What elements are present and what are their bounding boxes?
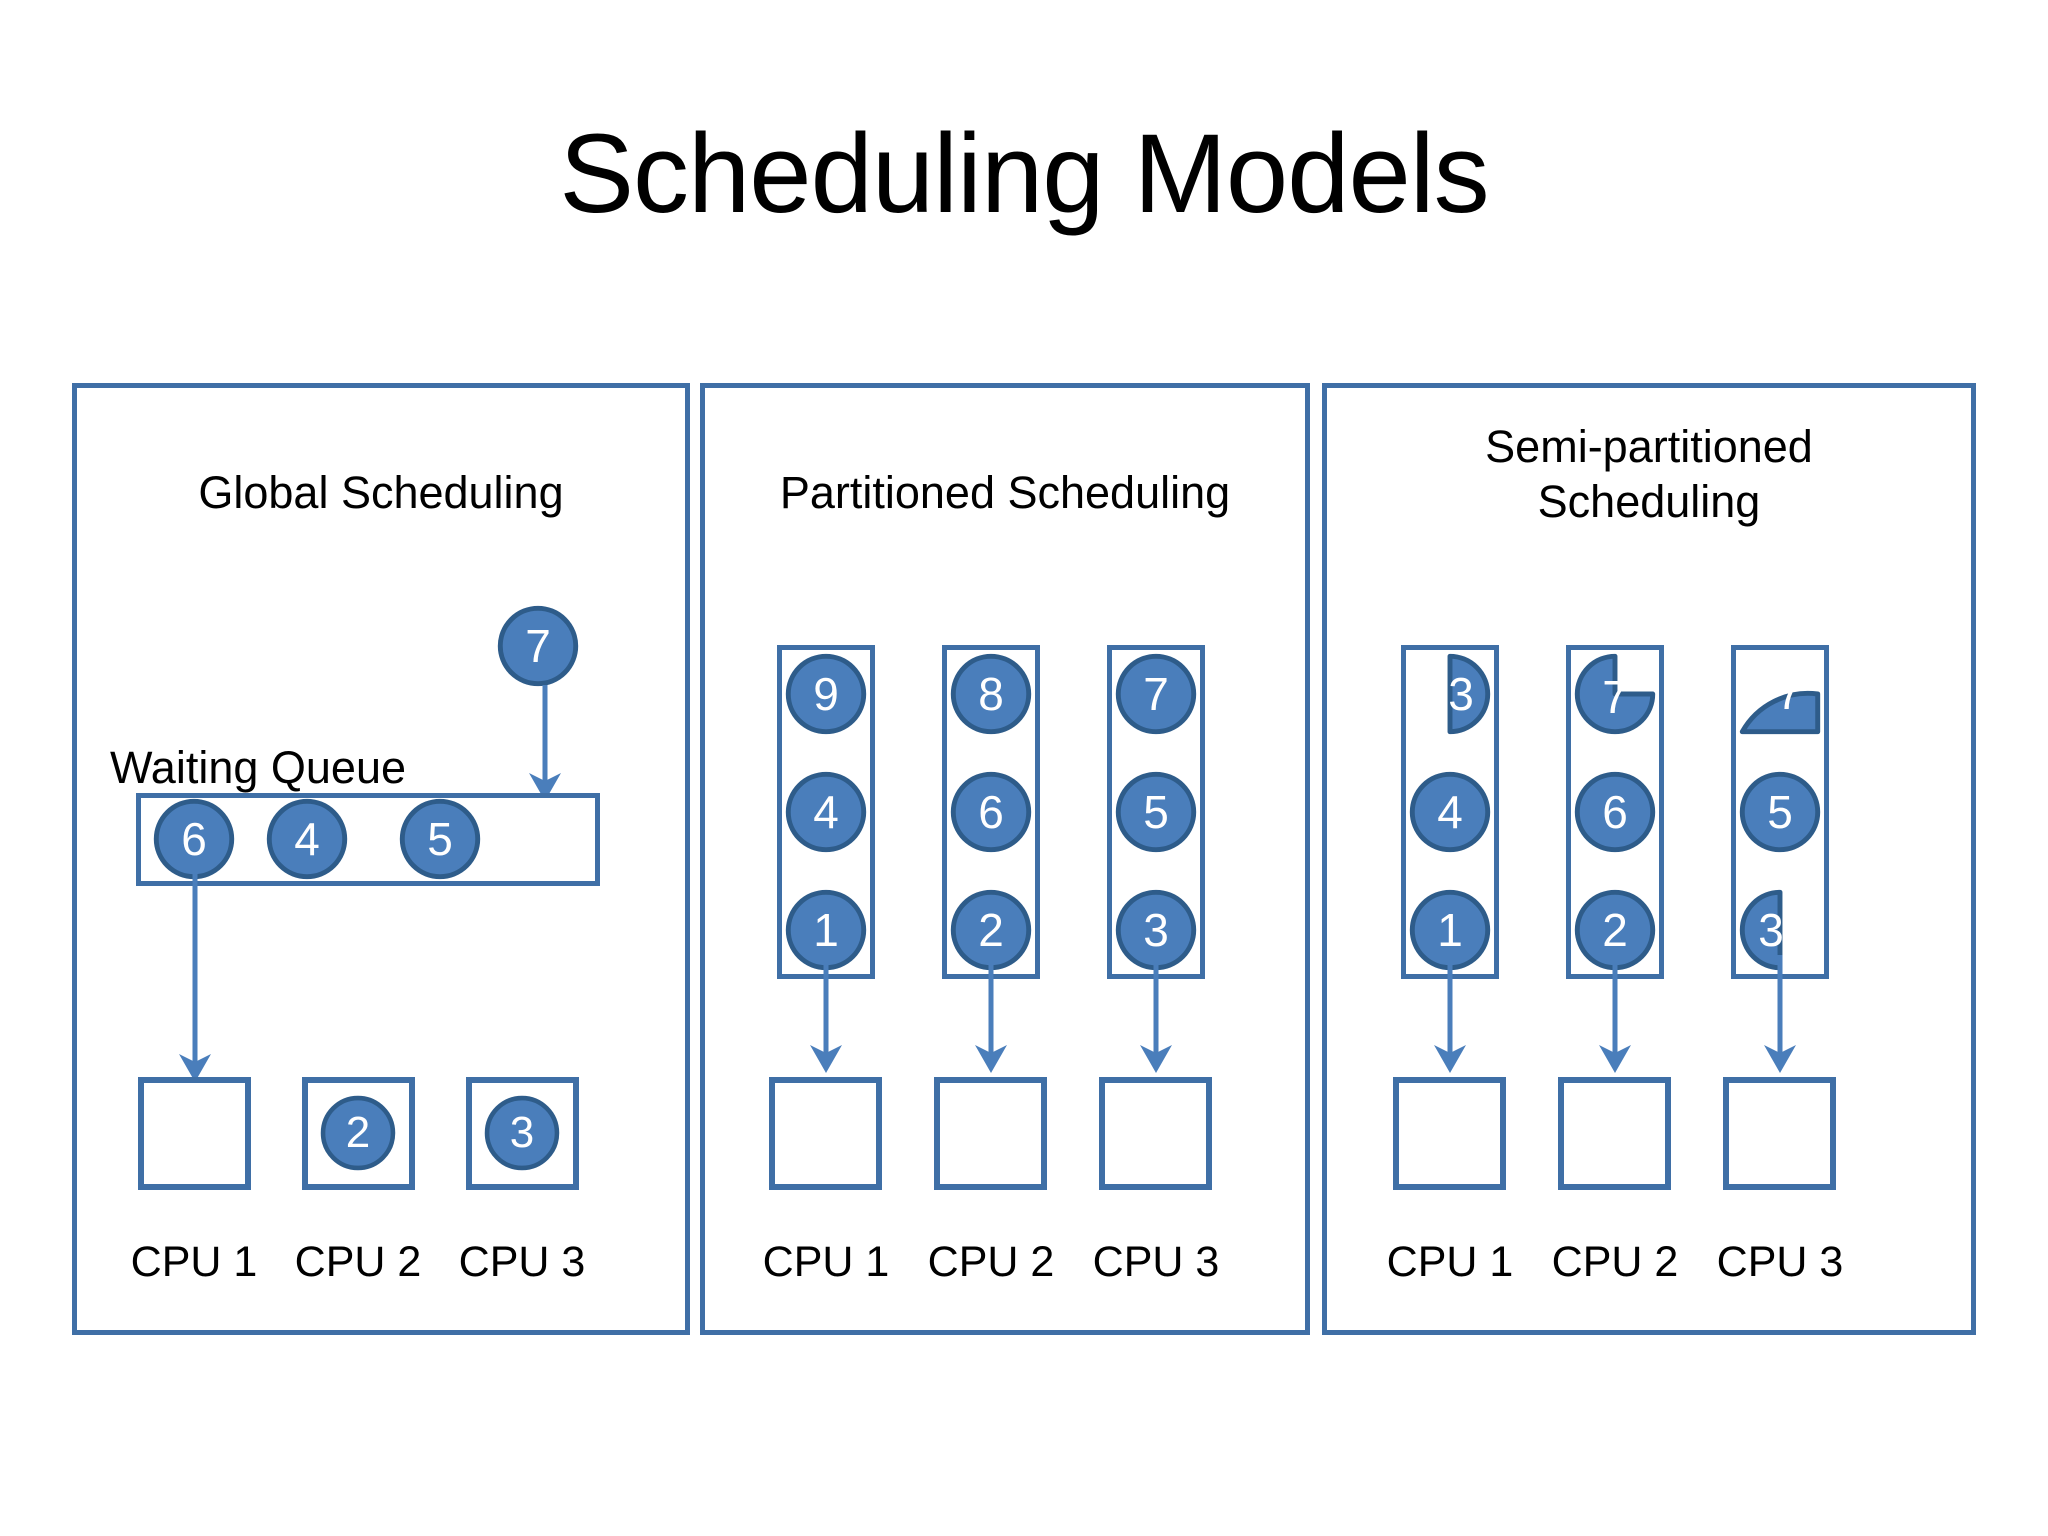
task-token-label: 3 (1143, 904, 1169, 956)
waiting-queue-task-0: 6 (153, 798, 235, 880)
task-token-s3-1: 5 (1739, 771, 1821, 853)
circle-shape-icon (497, 605, 579, 687)
task-token-p3-1: 5 (1115, 771, 1197, 853)
cpu-box-partitioned-1 (769, 1077, 882, 1190)
task-token-label: 4 (294, 813, 320, 865)
task-token-s1-1: 4 (1409, 771, 1491, 853)
cpu-label-global-3: CPU 3 (458, 1238, 586, 1286)
waiting-queue-label: Waiting Queue (110, 742, 406, 793)
task-token-label: 7 (1143, 668, 1169, 720)
task-token-label: 7 (525, 620, 551, 672)
circle-shape-icon (785, 771, 867, 853)
cpu-box-semi-2 (1558, 1077, 1671, 1190)
task-token-label: 2 (345, 1108, 371, 1157)
task-token-label: 3 (1758, 904, 1784, 956)
task-token-label: 6 (181, 813, 207, 865)
task-token-p3-0: 7 (1115, 653, 1197, 735)
circle-shape-icon (1739, 771, 1821, 853)
task-token-label: 6 (978, 786, 1004, 838)
panel-title-semi-line2: Scheduling (1537, 475, 1761, 527)
circle-shape-icon (1115, 653, 1197, 735)
task-token-s3-2: 3 (1739, 889, 1821, 971)
circle-shape-icon (785, 653, 867, 735)
task-token-p3-2: 3 (1115, 889, 1197, 971)
cpu-box-partitioned-2 (934, 1077, 1047, 1190)
circle-shape-icon (1115, 771, 1197, 853)
task-token-s2-1: 6 (1574, 771, 1656, 853)
task-token-label: 5 (1143, 786, 1169, 838)
circle-shape-icon (484, 1095, 560, 1171)
cpu-running-task-global-2: 2 (320, 1095, 396, 1171)
half-circle-left-shape-icon (1739, 889, 1821, 971)
cpu-box-global-3: 3 (466, 1077, 579, 1190)
cpu-label-semi-2: CPU 2 (1551, 1238, 1679, 1286)
task-token-s1-2: 1 (1409, 889, 1491, 971)
task-token-label: 3 (1448, 668, 1474, 720)
cpu-running-task-global-3: 3 (484, 1095, 560, 1171)
task-token-p1-0: 9 (785, 653, 867, 735)
circle-shape-icon (1409, 771, 1491, 853)
task-token-label: 1 (813, 904, 839, 956)
page-title: Scheduling Models (559, 111, 1489, 236)
cpu-box-semi-3 (1723, 1077, 1836, 1190)
task-token-s1-0: 3 (1409, 653, 1491, 735)
circle-shape-icon (266, 798, 348, 880)
half-circle-right-shape-icon (1409, 653, 1491, 735)
task-token-p1-2: 1 (785, 889, 867, 971)
cpu-label-partitioned-1: CPU 1 (762, 1238, 890, 1286)
task-token-incoming: 7 (497, 605, 579, 687)
circle-shape-icon (399, 798, 481, 880)
three-quarter-pie-shape-icon (1574, 653, 1656, 735)
circle-shape-icon (950, 771, 1032, 853)
task-token-label: 3 (509, 1108, 535, 1157)
cpu-label-partitioned-2: CPU 2 (927, 1238, 1055, 1286)
task-token-label: 2 (1602, 904, 1628, 956)
task-token-s2-2: 2 (1574, 889, 1656, 971)
circle-shape-icon (950, 653, 1032, 735)
task-token-label: 4 (1437, 786, 1463, 838)
task-token-p2-0: 8 (950, 653, 1032, 735)
cpu-label-partitioned-3: CPU 3 (1092, 1238, 1220, 1286)
task-token-label: 1 (1437, 904, 1463, 956)
panel-title-partitioned: Partitioned Scheduling (779, 467, 1231, 518)
task-token-p1-1: 4 (785, 771, 867, 853)
cpu-label-global-2: CPU 2 (294, 1238, 422, 1286)
quarter-pie-shape-icon (1739, 653, 1821, 735)
cpu-label-semi-1: CPU 1 (1386, 1238, 1514, 1286)
task-token-label: 7 (1776, 667, 1802, 719)
task-token-label: 7 (1602, 671, 1628, 723)
task-token-label: 8 (978, 668, 1004, 720)
task-token-label: 2 (978, 904, 1004, 956)
task-token-label: 6 (1602, 786, 1628, 838)
cpu-box-global-1 (138, 1077, 251, 1190)
task-token-p2-2: 2 (950, 889, 1032, 971)
task-token-s3-0: 7 (1739, 653, 1821, 735)
cpu-box-global-2: 2 (302, 1077, 415, 1190)
cpu-box-partitioned-3 (1099, 1077, 1212, 1190)
circle-shape-icon (1574, 771, 1656, 853)
task-token-p2-1: 6 (950, 771, 1032, 853)
cpu-box-semi-1 (1393, 1077, 1506, 1190)
panel-title-semi-line1: Semi-partitioned (1485, 421, 1813, 472)
waiting-queue-task-2: 5 (399, 798, 481, 880)
task-token-label: 9 (813, 668, 839, 720)
panel-title-semi: Semi-partitioned Scheduling (1327, 420, 1971, 530)
task-token-label: 4 (813, 786, 839, 838)
task-token-label: 5 (1767, 786, 1793, 838)
cpu-label-global-1: CPU 1 (130, 1238, 258, 1286)
circle-shape-icon (320, 1095, 396, 1171)
cpu-label-semi-3: CPU 3 (1716, 1238, 1844, 1286)
panel-title-global: Global Scheduling (198, 467, 564, 518)
waiting-queue-task-1: 4 (266, 798, 348, 880)
task-token-s2-0: 7 (1574, 653, 1656, 735)
task-token-label: 5 (427, 813, 453, 865)
